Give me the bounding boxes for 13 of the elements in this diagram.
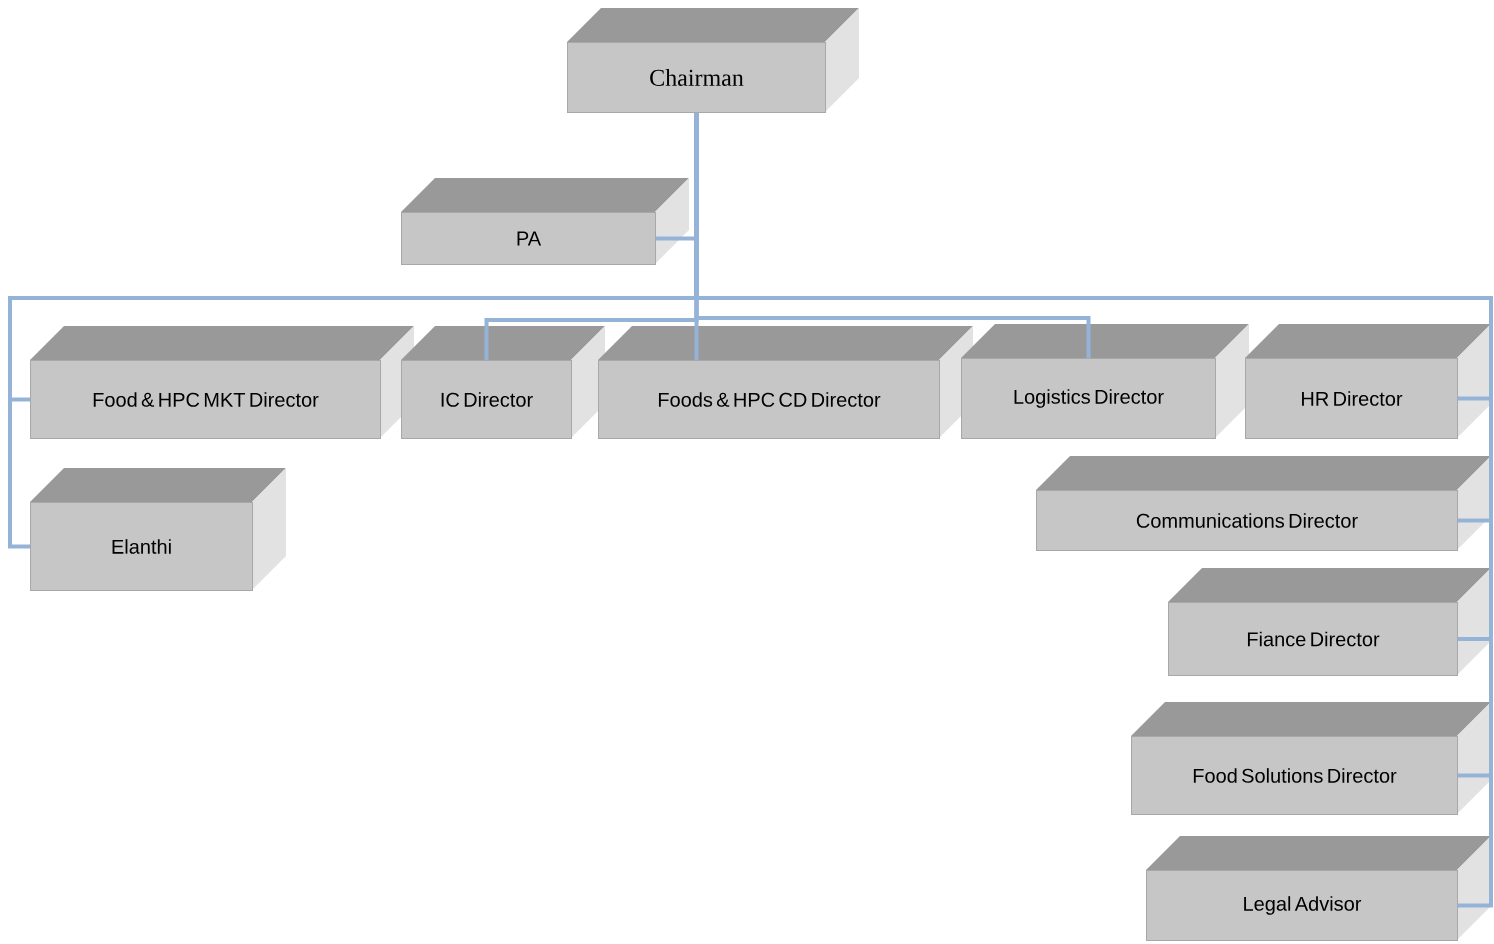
org-box: Chairman	[567, 8, 859, 113]
org-box: Food Solutions Director	[1131, 702, 1491, 815]
org-box: IC Director	[401, 326, 605, 439]
org-box: Communications Director	[1036, 456, 1491, 551]
org-box: Foods & HPC CD Director	[598, 326, 973, 439]
org-box: Fiance Director	[1168, 568, 1491, 676]
org-box: Elanthi	[30, 468, 286, 591]
org-box: Legal Advisor	[1146, 836, 1491, 941]
org-box: PA	[401, 178, 689, 265]
connector	[694, 113, 1493, 908]
org-box: HR Director	[1245, 324, 1491, 439]
org-box: Logistics Director	[961, 324, 1249, 439]
org-box: Food & HPC MKT Director	[30, 326, 414, 439]
